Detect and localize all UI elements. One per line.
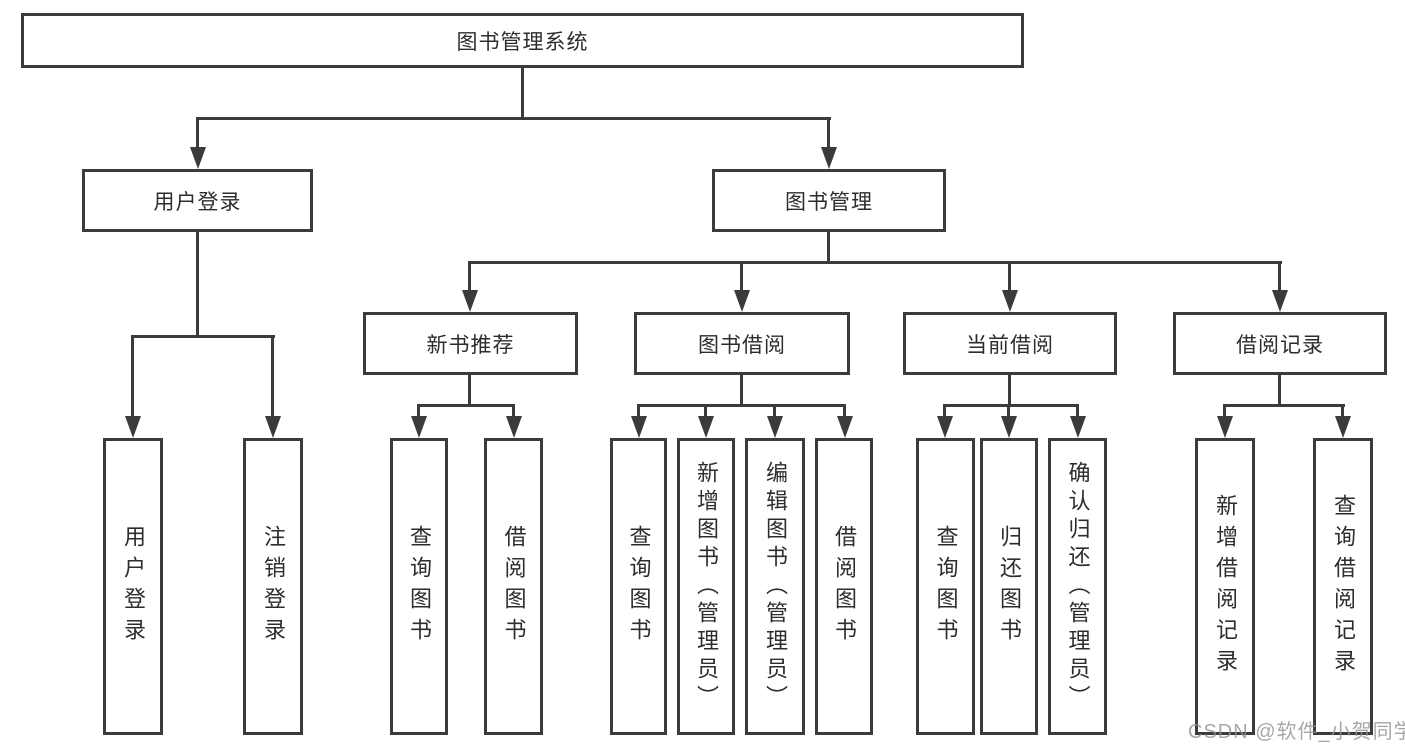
arrow-recommend [462, 290, 478, 312]
connector-stem-recommend [468, 261, 471, 292]
node-book-mgmt: 图书管理 [712, 169, 946, 232]
node-leaf-add-book-admin: 新增图书（管理员） [677, 438, 735, 735]
arrow-userlogin [125, 416, 141, 438]
node-leaf-add-borrow-record-label: 新增借阅记录 [1213, 493, 1238, 680]
arrow-addrecord [1217, 416, 1233, 438]
node-leaf-query-book-3-label: 查询图书 [933, 524, 959, 649]
node-book-borrow-label: 图书借阅 [698, 333, 786, 357]
connector-current-stem [1008, 374, 1011, 406]
connector-stem-addbook [704, 404, 707, 418]
node-new-book-recommend: 新书推荐 [363, 312, 578, 375]
node-leaf-query-book-1-label: 查询图书 [407, 524, 432, 649]
node-leaf-query-borrow-record-label: 查询借阅记录 [1331, 493, 1356, 680]
node-root-label: 图书管理系统 [456, 30, 589, 54]
arrow-logout [265, 416, 281, 438]
arrow-borrow2 [837, 416, 853, 438]
arrow-mgmt [821, 147, 837, 169]
arrow-confirm [1070, 416, 1086, 438]
connector-stem-return [1007, 404, 1010, 418]
node-leaf-edit-book-admin-label: 编辑图书（管理员） [763, 460, 788, 713]
connector-record-stem [1278, 374, 1281, 406]
arrow-query1 [411, 416, 427, 438]
connector-stem-login [196, 117, 199, 150]
connector-stem-addrecord [1223, 404, 1226, 418]
connector-login-branch [132, 335, 275, 338]
node-leaf-edit-book-admin: 编辑图书（管理员） [745, 438, 805, 735]
connector-mgmt-stem [827, 231, 830, 263]
node-leaf-query-book-3: 查询图书 [916, 438, 975, 735]
node-leaf-query-book-1: 查询图书 [390, 438, 448, 735]
connector-stem-queryrecord [1341, 404, 1344, 418]
connector-stem-borrow [740, 261, 743, 292]
arrow-current [1002, 290, 1018, 312]
node-root: 图书管理系统 [21, 13, 1024, 68]
node-leaf-borrow-book-2: 借阅图书 [815, 438, 873, 735]
connector-stem-query1 [417, 404, 420, 418]
connector-stem-record [1278, 261, 1281, 292]
node-leaf-query-borrow-record: 查询借阅记录 [1313, 438, 1373, 735]
node-leaf-user-login-label: 用户登录 [121, 524, 146, 649]
arrow-editbook [767, 416, 783, 438]
node-borrow-record-label: 借阅记录 [1236, 333, 1324, 357]
connector-stem-userlogin [131, 335, 134, 418]
node-user-login: 用户登录 [82, 169, 313, 232]
node-new-book-recommend-label: 新书推荐 [426, 333, 515, 357]
node-leaf-confirm-return-admin: 确认归还（管理员） [1048, 438, 1107, 735]
arrow-addbook [698, 416, 714, 438]
arrow-login [190, 147, 206, 169]
node-leaf-borrow-book-1: 借阅图书 [484, 438, 543, 735]
connector-record-branch [1223, 404, 1345, 407]
connector-stem-logout [271, 335, 274, 418]
arrow-query2 [631, 416, 647, 438]
connector-stem-confirm [1076, 404, 1079, 418]
node-book-mgmt-label: 图书管理 [785, 190, 873, 214]
node-leaf-add-borrow-record: 新增借阅记录 [1195, 438, 1255, 735]
node-leaf-borrow-book-1-label: 借阅图书 [501, 524, 527, 649]
connector-recommend-branch [417, 404, 515, 407]
arrow-record [1272, 290, 1288, 312]
arrow-queryrecord [1335, 416, 1351, 438]
csdn-watermark: CSDN @软件_小贺同学 [1188, 721, 1405, 743]
node-leaf-return-book: 归还图书 [980, 438, 1038, 735]
node-leaf-return-book-label: 归还图书 [997, 524, 1022, 649]
connector-root-stem [521, 66, 524, 119]
node-leaf-borrow-book-2-label: 借阅图书 [832, 524, 857, 649]
connector-stem-query3 [943, 404, 946, 418]
arrow-borrow [734, 290, 750, 312]
node-user-login-label: 用户登录 [153, 190, 242, 214]
node-current-borrow: 当前借阅 [903, 312, 1117, 375]
node-book-borrow: 图书借阅 [634, 312, 850, 375]
connector-recommend-stem [468, 374, 471, 406]
connector-stem-query2 [637, 404, 640, 418]
arrow-return [1001, 416, 1017, 438]
node-leaf-logout: 注销登录 [243, 438, 303, 735]
connector-login-stem [196, 231, 199, 337]
connector-stem-borrow2 [843, 404, 846, 418]
connector-stem-mgmt [827, 117, 830, 150]
node-leaf-user-login: 用户登录 [103, 438, 163, 735]
connector-mgmt-branch [468, 261, 1282, 264]
connector-borrow-branch [637, 404, 846, 407]
node-borrow-record: 借阅记录 [1173, 312, 1387, 375]
connector-borrow-stem [740, 374, 743, 406]
arrow-borrow1 [506, 416, 522, 438]
node-leaf-add-book-admin-label: 新增图书（管理员） [694, 460, 719, 713]
node-leaf-query-book-2-label: 查询图书 [626, 524, 652, 649]
connector-root-branch [196, 117, 831, 120]
node-leaf-confirm-return-admin-label: 确认归还（管理员） [1065, 460, 1091, 713]
connector-stem-borrow1 [512, 404, 515, 418]
node-leaf-query-book-2: 查询图书 [610, 438, 667, 735]
connector-current-branch [943, 404, 1079, 407]
connector-stem-editbook [773, 404, 776, 418]
node-current-borrow-label: 当前借阅 [966, 333, 1054, 357]
node-leaf-logout-label: 注销登录 [261, 524, 286, 649]
connector-stem-current [1008, 261, 1011, 292]
arrow-query3 [937, 416, 953, 438]
